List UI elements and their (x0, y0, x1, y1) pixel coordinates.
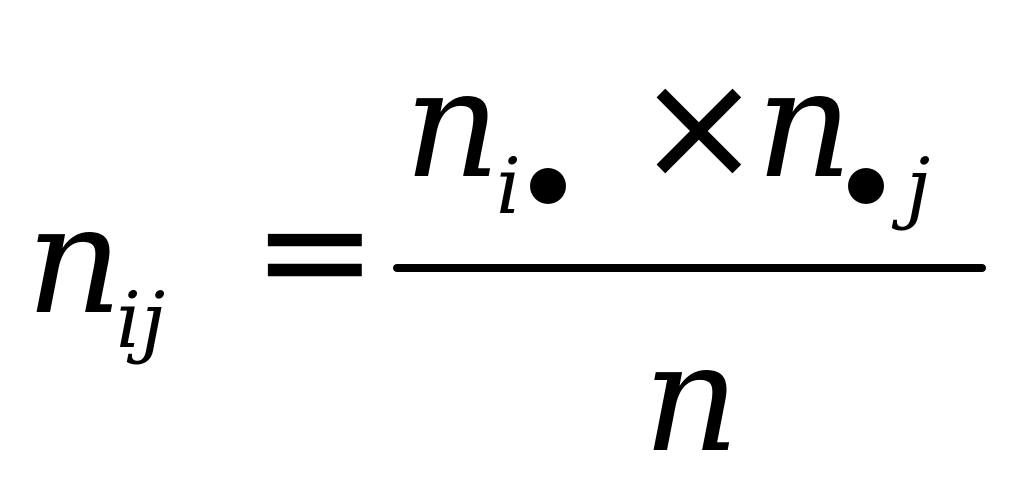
bullet-dot-icon (530, 168, 566, 204)
times-sign: × (636, 40, 762, 214)
equals-sign: = (252, 164, 378, 338)
lhs-n: n (26, 174, 123, 348)
numerator-term1-n: n (404, 38, 501, 212)
numerator-term2-n: n (756, 38, 853, 212)
lhs-subscript: ij (116, 276, 166, 366)
bullet-dot-icon (848, 168, 884, 204)
numerator-term1-subscript: i (496, 142, 521, 232)
denominator-n: n (643, 312, 740, 486)
fraction-bar (393, 264, 986, 272)
numerator-term2-subscript: j (906, 142, 931, 232)
